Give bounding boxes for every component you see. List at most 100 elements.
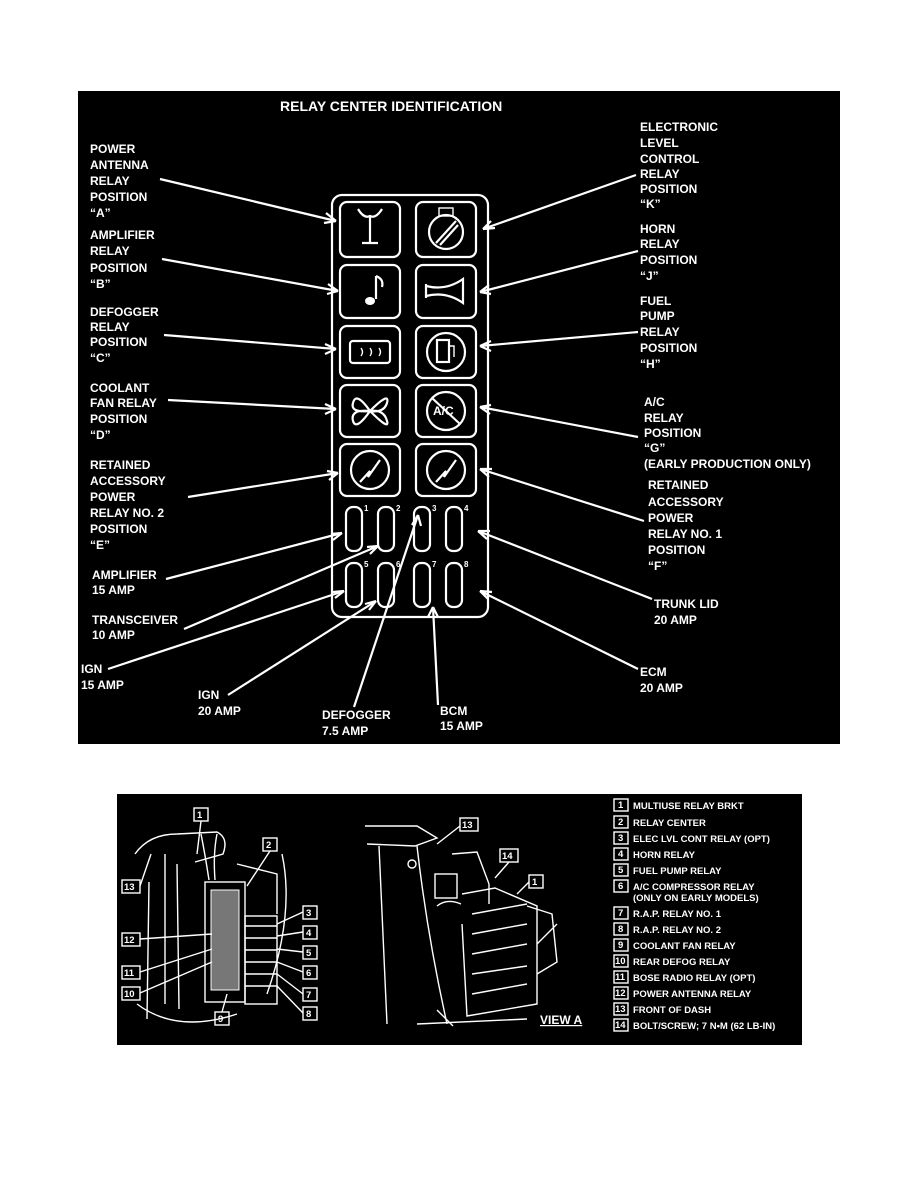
view-a-illustration: 13 14 1 VIEW A — [365, 817, 583, 1027]
callout-6: 6 — [306, 968, 311, 979]
fuse-4 — [444, 505, 464, 553]
svg-text:BOSE RADIO RELAY (OPT): BOSE RADIO RELAY (OPT) — [633, 973, 755, 984]
legend-item: 4 HORN RELAY — [613, 847, 696, 861]
legend-item: 1 MULTIUSE RELAY BRKT — [613, 798, 744, 812]
callout-2: 2 — [266, 840, 271, 851]
legend-item: 8 R.A.P. RELAY NO. 2 — [613, 922, 721, 936]
relay-e-power-icon — [338, 442, 402, 498]
label-fuse-bcm: BCM 15 AMP — [440, 704, 483, 733]
legend-item: 10 REAR DEFOG RELAY — [613, 954, 731, 968]
svg-text:12: 12 — [615, 988, 626, 999]
view-a-label: VIEW A — [540, 1013, 583, 1027]
svg-text:COOLANT FAN RELAY: COOLANT FAN RELAY — [633, 941, 736, 952]
svg-text:ELEC LVL CONT RELAY (OPT): ELEC LVL CONT RELAY (OPT) — [633, 834, 770, 845]
callout-8: 8 — [306, 1009, 311, 1020]
legend-item: 9 COOLANT FAN RELAY — [613, 938, 736, 952]
callout-13: 13 — [124, 882, 135, 893]
svg-text:3: 3 — [618, 833, 623, 844]
svg-text:9: 9 — [618, 940, 623, 951]
label-fuse-ecm: ECM 20 AMP — [640, 665, 683, 695]
svg-text:REAR DEFOG RELAY: REAR DEFOG RELAY — [633, 957, 731, 968]
fuse-number: 4 — [464, 504, 469, 513]
svg-text:5: 5 — [618, 865, 624, 876]
fuse-number: 3 — [432, 504, 437, 513]
svg-text:7: 7 — [618, 908, 623, 919]
label-fuse-ign-20: IGN 20 AMP — [198, 688, 241, 718]
svg-text:RELAY CENTER: RELAY CENTER — [633, 818, 706, 829]
relay-h-fuel-pump-icon — [414, 324, 478, 380]
fuse-8 — [444, 561, 464, 609]
svg-text:FUEL PUMP RELAY: FUEL PUMP RELAY — [633, 866, 722, 877]
svg-text:10: 10 — [615, 956, 626, 967]
legend-item: 14 BOLT/SCREW; 7 N•M (62 LB-IN) — [613, 1018, 775, 1032]
callout-11: 11 — [124, 968, 135, 979]
diagram-title: RELAY CENTER IDENTIFICATION — [280, 98, 502, 114]
svg-text:POWER ANTENNA RELAY: POWER ANTENNA RELAY — [633, 989, 752, 1000]
label-fuse-ign-15: IGN 15 AMP — [81, 662, 124, 692]
svg-text:R.A.P. RELAY NO. 2: R.A.P. RELAY NO. 2 — [633, 925, 721, 936]
label-power-antenna-relay: POWER ANTENNA RELAY POSITION “A” — [90, 142, 152, 220]
callout-4: 4 — [306, 928, 312, 939]
svg-text:4: 4 — [618, 849, 624, 860]
svg-text:HORN RELAY: HORN RELAY — [633, 850, 696, 861]
svg-text:BOLT/SCREW; 7 N•M (62 LB-IN): BOLT/SCREW; 7 N•M (62 LB-IN) — [633, 1021, 775, 1032]
svg-text:8: 8 — [618, 924, 623, 935]
fuse-numbers: 1 2 3 4 5 6 7 8 — [364, 504, 469, 569]
callout-14: 14 — [502, 851, 513, 862]
legend-item: 13 FRONT OF DASH — [613, 1002, 711, 1016]
label-fuse-defogger: DEFOGGER 7.5 AMP — [322, 708, 394, 738]
legend-item: 2 RELAY CENTER — [613, 815, 706, 829]
label-ac-relay: A/C RELAY POSITION “G” (EARLY PRODUCTION… — [644, 395, 811, 471]
fuse-number: 2 — [396, 504, 401, 513]
svg-text:13: 13 — [615, 1004, 626, 1015]
relay-d-fan-icon — [338, 383, 402, 439]
relay-center-identification-panel: RELAY CENTER IDENTIFICATION — [78, 91, 840, 744]
relay-a-antenna-icon — [338, 200, 402, 259]
legend: 1 MULTIUSE RELAY BRKT 2 RELAY CENTER 3 ELEC… — [613, 798, 775, 1032]
relay-g-ac-icon: A/C — [414, 383, 478, 439]
fuse-6 — [376, 561, 396, 609]
callout-7: 7 — [306, 990, 311, 1001]
fuse-2 — [376, 505, 396, 553]
callout-13-view-a: 13 — [462, 820, 473, 831]
label-fuse-trunk-lid: TRUNK LID 20 AMP — [654, 597, 722, 627]
label-elc-relay: ELECTRONIC LEVEL CONTROL RELAY POSITION … — [640, 120, 721, 211]
fuse-number: 8 — [464, 560, 469, 569]
fuse-7 — [412, 561, 432, 609]
svg-text:1: 1 — [618, 800, 624, 811]
leader-lines — [107, 173, 653, 708]
fuse-number: 6 — [396, 560, 401, 569]
relay-center-installed-illustration — [134, 831, 287, 1023]
relay-location-diagram: 1 2 3 4 5 6 7 8 9 10 11 12 13 13 14 1 VI… — [121, 798, 775, 1032]
svg-text:6: 6 — [618, 881, 623, 892]
fuse-number: 5 — [364, 560, 369, 569]
fuse-number: 1 — [364, 504, 369, 513]
relay-center-diagram: RELAY CENTER IDENTIFICATION — [81, 98, 811, 738]
fuse-3 — [412, 505, 432, 553]
legend-item: 12 POWER ANTENNA RELAY — [613, 986, 752, 1000]
relay-f-power-icon — [414, 442, 478, 498]
ac-icon-text: A/C — [433, 404, 454, 418]
callout-1-view-a: 1 — [532, 877, 538, 888]
callout-5: 5 — [306, 948, 312, 959]
relay-location-panel: 1 2 3 4 5 6 7 8 9 10 11 12 13 13 14 1 VI… — [117, 794, 802, 1045]
svg-text:A/C COMPRESSOR RELAY: A/C COMPRESSOR RELAY — [633, 882, 755, 893]
svg-text:FRONT OF DASH: FRONT OF DASH — [633, 1005, 711, 1016]
svg-text:2: 2 — [618, 817, 623, 828]
svg-text:MULTIUSE RELAY BRKT: MULTIUSE RELAY BRKT — [633, 801, 744, 812]
label-fuse-transceiver: TRANSCEIVER 10 AMP — [92, 613, 181, 642]
label-fuse-amplifier: AMPLIFIER 15 AMP — [92, 568, 160, 597]
label-rap-relay-1: RETAINED ACCESSORY POWER RELAY NO. 1 POS… — [648, 478, 727, 573]
svg-text:14: 14 — [615, 1020, 626, 1031]
label-defogger-relay: DEFOGGER RELAY POSITION “C” — [90, 305, 162, 365]
callout-1: 1 — [197, 810, 203, 821]
label-coolant-fan-relay: COOLANT FAN RELAY POSITION “D” — [90, 381, 160, 442]
svg-text:11: 11 — [615, 972, 626, 983]
callout-9: 9 — [218, 1014, 223, 1025]
label-amplifier-relay: AMPLIFIER RELAY POSITION “B” — [90, 228, 158, 291]
relay-c-rear-defog-icon — [338, 324, 402, 380]
svg-text:R.A.P. RELAY NO. 1: R.A.P. RELAY NO. 1 — [633, 909, 722, 920]
legend-item: 7 R.A.P. RELAY NO. 1 — [613, 906, 722, 920]
callouts-left: 1 2 3 4 5 6 7 8 9 10 11 12 13 — [121, 807, 318, 1026]
fuse-1 — [344, 505, 364, 553]
